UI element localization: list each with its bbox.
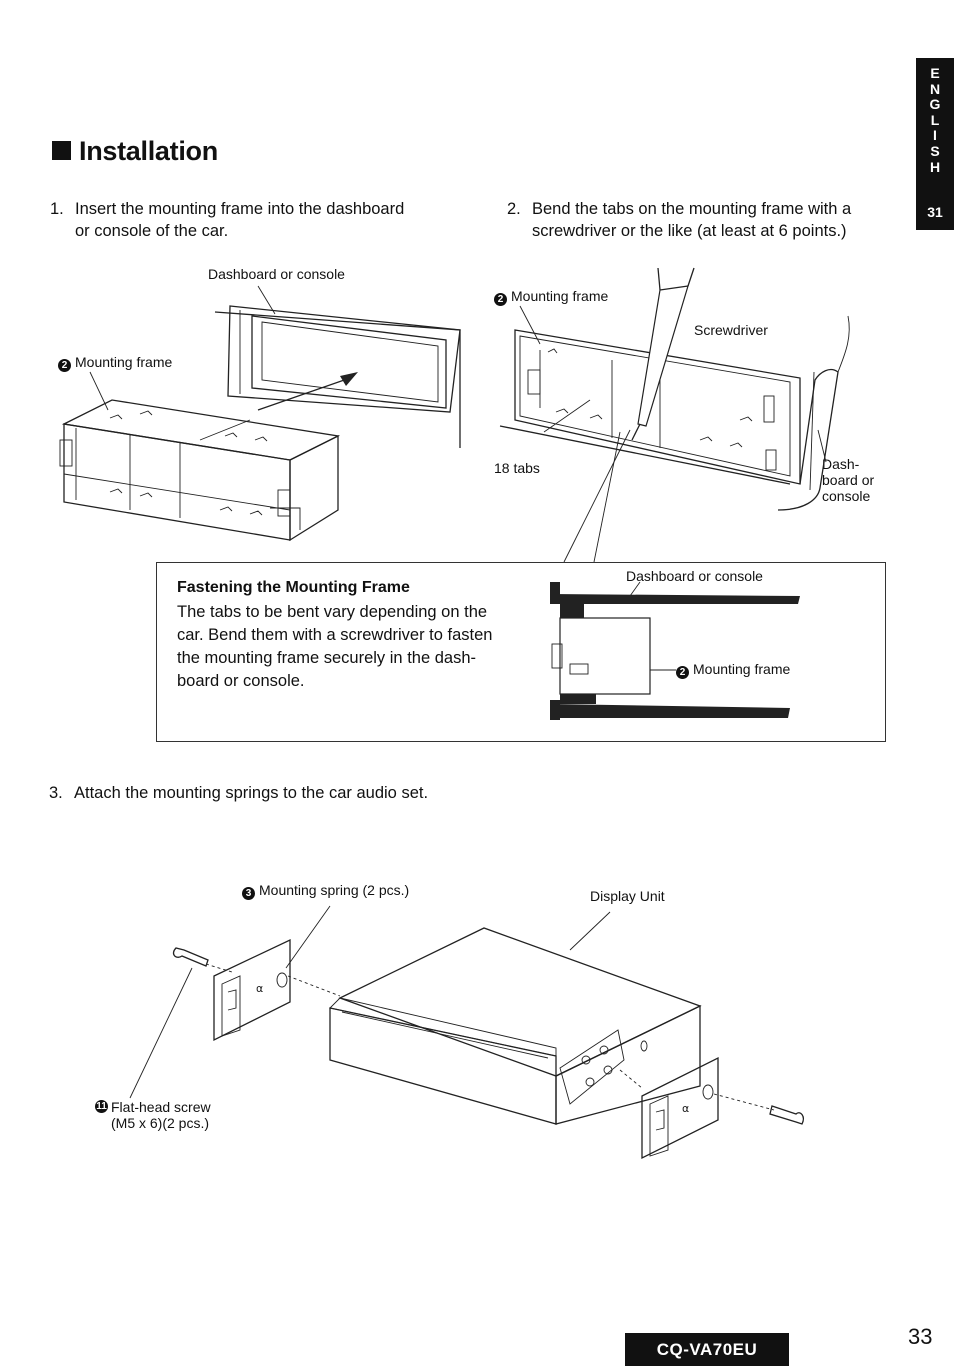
mounting-spring-label: 3 Mounting spring (2 pcs.) xyxy=(242,882,409,900)
dashboard-line: console xyxy=(822,488,871,504)
fastening-title: Fastening the Mounting Frame xyxy=(177,579,410,596)
mounting-spring-text: Mounting spring (2 pcs.) xyxy=(259,882,410,898)
fastening-line: car. Bend them with a screwdriver to fas… xyxy=(177,626,493,644)
step-number: 3. xyxy=(49,784,63,802)
model-badge: CQ-VA70EU xyxy=(625,1333,789,1366)
dashboard-label-2: Dash- board or console xyxy=(822,456,874,504)
part-number-badge: 2 xyxy=(676,666,689,679)
fastening-detail-box: Fastening the Mounting Frame The tabs to… xyxy=(156,562,886,742)
tab-letter: E xyxy=(930,65,940,81)
flat-head-screw-label: 11 Flat-head screw (M5 x 6)(2 pcs.) xyxy=(95,1099,211,1131)
fastening-mounting-frame-label: 2 Mounting frame xyxy=(676,661,790,679)
mounting-frame-text: Mounting frame xyxy=(511,288,609,304)
screw-line: (M5 x 6)(2 pcs.) xyxy=(111,1115,210,1131)
section-page-number: 31 xyxy=(927,204,943,220)
step-line: screwdriver or the like (at least at 6 p… xyxy=(532,222,847,240)
mounting-frame-text: Mounting frame xyxy=(693,661,791,677)
tab-letter: H xyxy=(929,158,941,175)
tab-letter: N xyxy=(929,80,941,97)
dashboard-line: board or xyxy=(822,472,875,488)
svg-text:α: α xyxy=(682,1102,689,1115)
tab-letter: I xyxy=(933,127,937,144)
language-tab: E N G L I S H 31 xyxy=(916,58,954,230)
tab-letter: G xyxy=(929,96,941,113)
heading-square-icon xyxy=(52,141,71,160)
step-text: Bend the tabs on the mounting frame with… xyxy=(532,198,851,242)
svg-text:α: α xyxy=(256,982,263,995)
fastening-dashboard-label: Dashboard or console xyxy=(626,568,763,584)
display-unit-label: Display Unit xyxy=(590,888,665,904)
part-number-badge: 2 xyxy=(58,359,71,372)
step-line: Insert the mounting frame into the dashb… xyxy=(75,200,405,218)
step-1: 1. Insert the mounting frame into the da… xyxy=(50,198,470,244)
step-text: Attach the mounting springs to the car a… xyxy=(74,784,429,802)
fastening-body: The tabs to be bent vary depending on th… xyxy=(177,601,527,693)
page-title-text: Installation xyxy=(79,136,218,166)
screw-line: Flat-head screw xyxy=(111,1099,211,1115)
tab-letter: L xyxy=(930,111,940,128)
mounting-frame-text: Mounting frame xyxy=(75,354,173,370)
tabs-count-label: 18 tabs xyxy=(494,460,540,476)
mounting-frame-label-2: 2 Mounting frame xyxy=(494,288,608,306)
mounting-frame-label: 2 Mounting frame xyxy=(58,354,172,372)
part-number-badge: 2 xyxy=(494,293,507,306)
step-2: 2. Bend the tabs on the mounting frame w… xyxy=(507,198,907,244)
step-text: Insert the mounting frame into the dashb… xyxy=(75,198,404,242)
step-line: or console of the car. xyxy=(75,222,229,240)
fastening-line: board or console. xyxy=(177,672,305,690)
step-line: Bend the tabs on the mounting frame with… xyxy=(532,200,852,218)
part-number-badge: 3 xyxy=(242,887,255,900)
step-number: 2. xyxy=(507,200,521,218)
step-3: 3. Attach the mounting springs to the ca… xyxy=(49,782,549,806)
tab-letter: S xyxy=(930,142,940,159)
fastening-line: the mounting frame securely in the dash- xyxy=(177,649,476,667)
dashboard-line: Dash- xyxy=(822,456,860,472)
dashboard-label: Dashboard or console xyxy=(208,266,345,282)
fastening-line: The tabs to be bent vary depending on th… xyxy=(177,603,488,621)
screwdriver-label: Screwdriver xyxy=(694,322,768,338)
page-title: Installation xyxy=(52,136,218,167)
part-number-badge: 11 xyxy=(95,1100,108,1113)
step-number: 1. xyxy=(50,200,64,218)
page-number: 33 xyxy=(908,1324,933,1349)
language-tab-letters: E N G L I S H xyxy=(916,65,954,175)
